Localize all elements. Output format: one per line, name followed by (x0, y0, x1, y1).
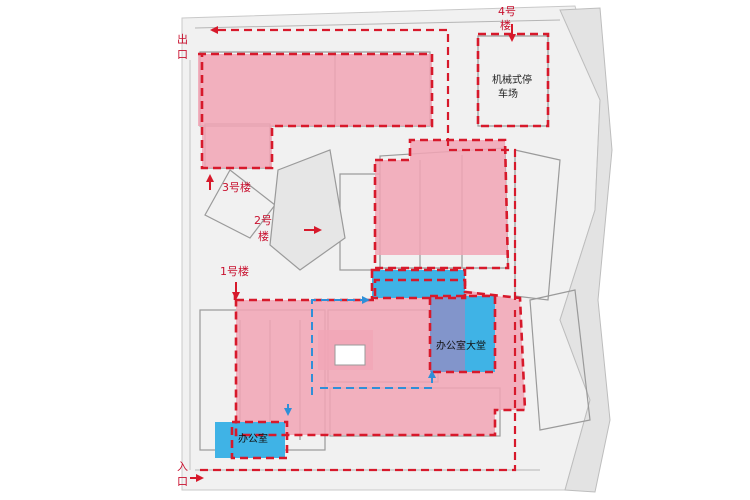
boundary-building-1 (234, 278, 527, 437)
vehicle-route (200, 26, 517, 472)
office-label: 办公室 (238, 432, 268, 445)
building-2-label-2: 楼 (258, 229, 269, 243)
zone-building-2 (375, 140, 508, 255)
boundary-building-3 (198, 52, 434, 170)
office-lobby-overlap (430, 296, 465, 372)
exit-label-2: 口 (177, 48, 188, 61)
route-to-office-lobby (320, 370, 436, 389)
office-lobby-label: 办公室大堂 (436, 339, 486, 352)
boundary-office-lobby (428, 294, 497, 374)
boundary-building-4 (476, 32, 550, 128)
office-zones (215, 270, 495, 458)
zone-building-3 (198, 54, 432, 168)
office-block (215, 422, 285, 458)
building-4-label-1: 4号 (498, 5, 516, 18)
courtyard-pavilion (334, 344, 366, 366)
labels: 出 口 入 口 4号 楼 机械式停 车场 3号楼 2号 楼 1号楼 办公室大堂 … (177, 5, 532, 488)
route-bottom (200, 310, 517, 472)
exit-label-1: 出 (177, 32, 188, 46)
pedestrian-routes (284, 296, 436, 416)
building-4-label-2: 楼 (500, 18, 511, 32)
boundary-office (230, 420, 289, 460)
route-to-office-corridor (311, 296, 370, 395)
entry-label-1: 入 (177, 460, 188, 473)
building-1-label: 1号楼 (220, 264, 249, 278)
boundary-building-2 (373, 138, 510, 270)
red-dashed-boundaries (198, 32, 550, 460)
parking-label-1: 机械式停 (492, 73, 532, 86)
red-arrows (190, 24, 516, 482)
building-2-label-1: 2号 (254, 214, 272, 227)
parking-label-2: 车场 (498, 87, 518, 100)
entry-label-2: 口 (177, 475, 188, 488)
boundary-office-corridor (370, 268, 467, 300)
building-3-label: 3号楼 (222, 180, 251, 194)
office-corridor-block (372, 270, 465, 298)
